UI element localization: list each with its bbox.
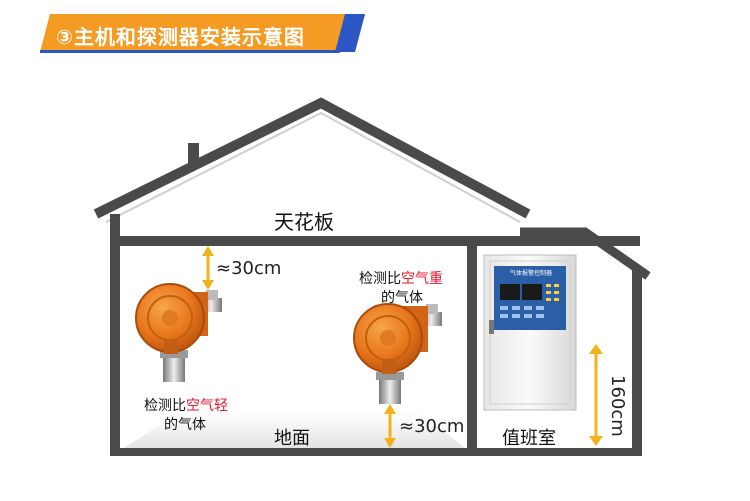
main-roof: [93, 97, 531, 219]
controller-cabinet: [483, 254, 577, 411]
detector-right-caption-line2: 的气体: [381, 290, 423, 306]
ceiling-gap-label: ≈30cm: [216, 258, 282, 279]
controller-height-label: 160cm: [607, 375, 628, 437]
controller-panel-title: 气体报警控制器: [510, 270, 553, 277]
controller-height-arrow: [589, 344, 603, 446]
title-banner: ③主机和探测器安装示意图: [40, 14, 365, 53]
floor-gap-label: ≈30cm: [399, 416, 465, 437]
detector-left-caption-line1: 检测比空气轻: [144, 395, 228, 415]
detector-right-caption-highlight: 空气重: [401, 271, 443, 287]
chimney: [188, 143, 199, 165]
left-wall: [110, 214, 120, 454]
ceiling-gap-arrow: [202, 246, 214, 290]
floor-gap-arrow: [384, 404, 396, 448]
divider-wall: [467, 236, 477, 454]
detector-right-caption-line1: 检测比空气重: [359, 268, 443, 288]
floor-line: [110, 448, 642, 456]
floor-label: 地面: [274, 428, 310, 449]
ceiling-beam: [110, 236, 640, 246]
duty-room-label: 值班室: [502, 428, 556, 449]
detector-left-caption-prefix: 检测比: [144, 398, 186, 414]
detector-right: [353, 303, 442, 404]
floor-shading: [124, 412, 465, 448]
detector-right-caption-prefix: 检测比: [359, 271, 401, 287]
banner-background: [40, 14, 365, 53]
annex-roof: [520, 227, 651, 280]
banner-title: ③主机和探测器安装示意图: [56, 25, 305, 49]
detector-left-caption-line2: 的气体: [164, 417, 206, 433]
right-wall: [632, 270, 642, 454]
roof-inner-edge: [105, 111, 521, 223]
detector-left-caption-highlight: 空气轻: [186, 398, 228, 414]
detector-left: [135, 283, 222, 382]
ceiling-label: 天花板: [274, 210, 334, 234]
